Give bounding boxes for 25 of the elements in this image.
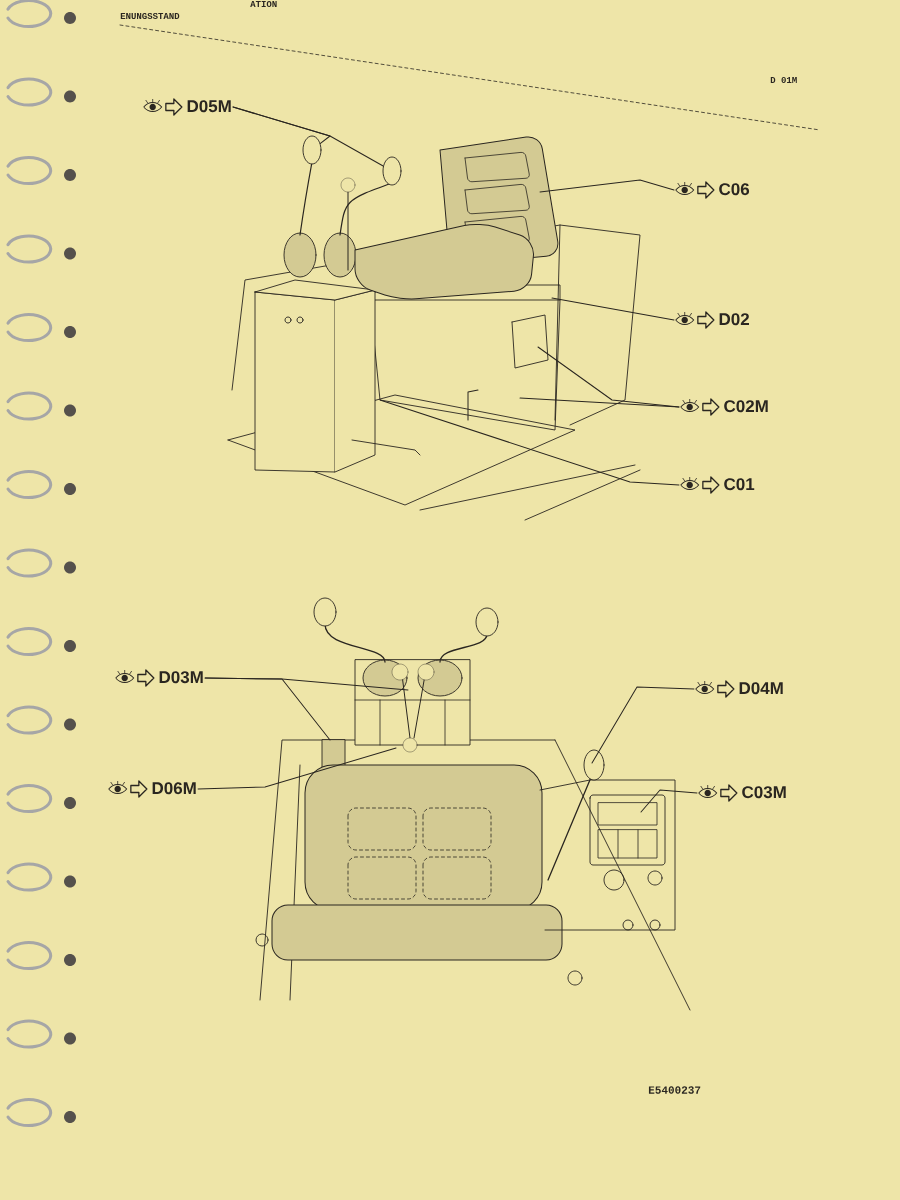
leader-line	[232, 106, 384, 167]
callout-label: D04M	[739, 682, 783, 695]
leader-line	[379, 399, 680, 486]
callout-label: C06	[719, 183, 750, 196]
header-text: ATION	[250, 0, 277, 8]
leader-line	[591, 686, 695, 764]
leader-line	[204, 677, 331, 741]
leader-line	[519, 397, 680, 408]
callout-label: C02M	[724, 400, 768, 413]
page-number: D 01M	[770, 76, 797, 84]
callout-label: D05M	[187, 100, 231, 113]
callout-label: C01	[724, 478, 755, 491]
header-text: ENUNGSSTAND	[120, 12, 180, 20]
callout-label: D06M	[152, 782, 196, 795]
figure-code: E5400237	[648, 1086, 701, 1094]
lever-knob	[382, 156, 402, 186]
callout-label: D03M	[159, 671, 203, 684]
leader-line	[640, 789, 698, 813]
lever-knob	[302, 135, 322, 165]
callout-label: C03M	[742, 786, 786, 799]
leader-line	[551, 297, 675, 321]
leader-line	[539, 179, 675, 193]
leader-line	[197, 747, 397, 790]
leader-line	[537, 346, 680, 408]
callout-label: D02	[719, 313, 749, 326]
